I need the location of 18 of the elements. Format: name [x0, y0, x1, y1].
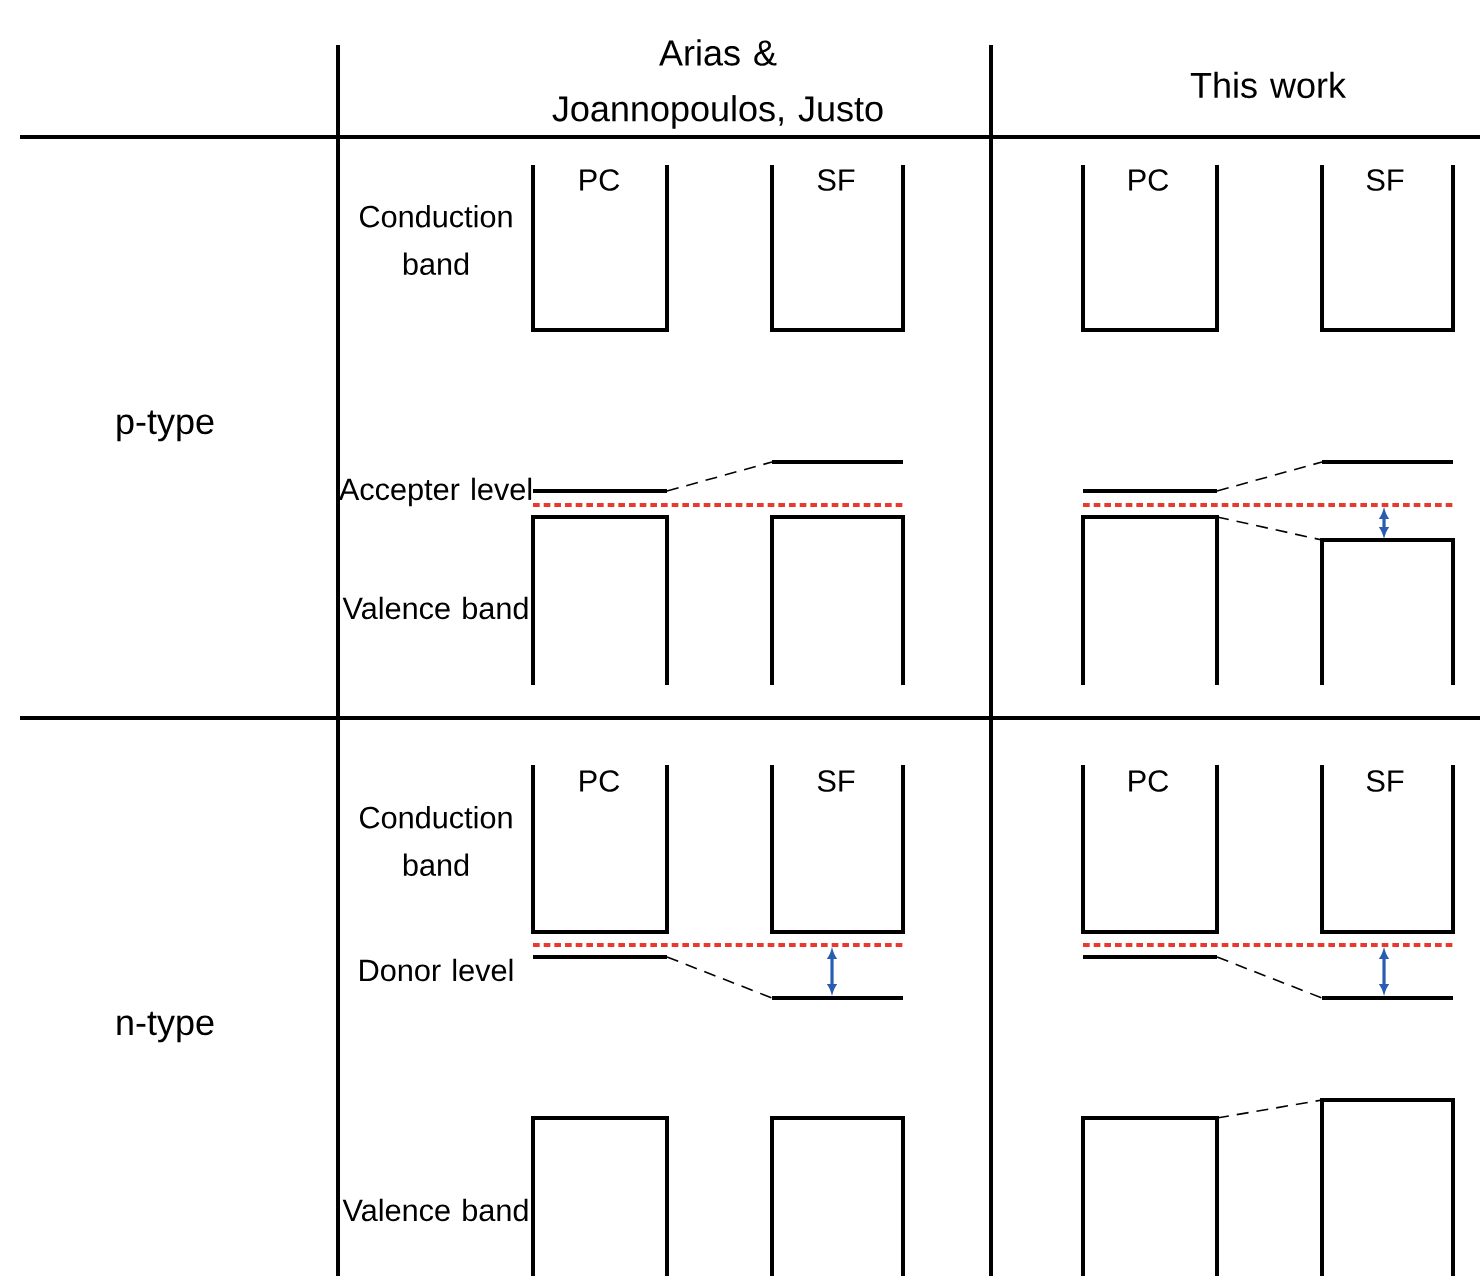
band-label: Conduction band	[360, 805, 512, 876]
band-label: Conduction band	[360, 204, 512, 275]
row-header: n-type	[117, 1011, 214, 1043]
well-label: SF	[817, 770, 855, 792]
band-label: Accepter level	[338, 477, 532, 507]
column-header: This work	[1190, 71, 1347, 99]
well-label: PC	[580, 169, 620, 191]
band-label: Donor level	[360, 958, 513, 982]
well-label: SF	[817, 169, 855, 191]
band-label: Valence band	[342, 596, 528, 620]
column-header: Arias & Joannopoulos, Justo	[552, 39, 883, 129]
row-header: p-type	[117, 410, 214, 442]
band-label: Valence band	[342, 1198, 528, 1222]
well-label: SF	[1366, 770, 1404, 792]
well-label: PC	[580, 770, 620, 792]
well-label: PC	[1129, 169, 1169, 191]
well-label: PC	[1129, 770, 1169, 792]
well-label: SF	[1366, 169, 1404, 191]
